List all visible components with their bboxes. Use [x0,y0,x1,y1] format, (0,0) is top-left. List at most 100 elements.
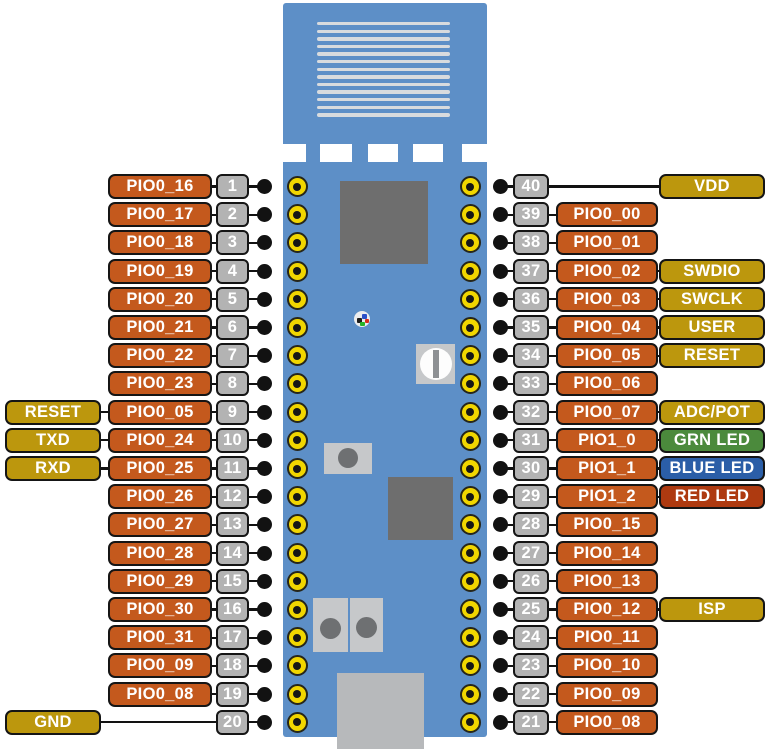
rgb-led-blue-dot [362,314,367,319]
pin-lead-dot [256,263,272,279]
pin-gpio-label: PIO1_0 [556,427,658,453]
solder-pad-hole [466,408,474,417]
pin-gpio-label: PIO0_31 [108,625,212,651]
pin-number: 29 [513,484,549,510]
bottom-left-push-button-cap [320,618,341,639]
pin-number: 37 [513,258,549,284]
solder-pad [459,458,481,479]
solder-pad-hole [466,492,474,501]
solder-pad [286,683,308,705]
solder-pad [459,232,481,254]
solder-pad [286,373,308,395]
pin-lead-dot [256,179,272,194]
pin-lead-dot [492,602,508,617]
pin-lead-dot [492,207,508,223]
pin-gpio-label: PIO0_07 [556,399,658,425]
solder-pad [286,599,308,620]
solder-pad-hole [466,436,474,445]
pin-number: 31 [513,427,549,453]
solder-pad [459,288,481,310]
pin-lead-dot [492,517,508,533]
pin-function-label: USER [659,315,765,340]
pin-lead-dot [256,602,272,617]
pin-number: 38 [513,230,549,256]
pin-gpio-label: PIO0_25 [108,456,212,481]
pin-gpio-label: PIO0_14 [556,540,658,566]
solder-pad-hole [466,351,474,360]
solder-pad [459,176,481,197]
rf-chip [340,181,428,264]
pin-number: 1 [216,174,249,199]
pin-number: 39 [513,202,549,228]
solder-pad [286,317,308,338]
pin-gpio-label: PIO0_05 [556,343,658,369]
rgb-led-black-dot [357,318,362,323]
solder-pad-hole [293,633,301,642]
solder-pad-hole [466,267,474,276]
pin-lead-dot [256,432,272,448]
bottom-right-push-button-cap [356,617,377,638]
solder-pad [286,514,308,536]
pin-lead-dot [492,714,508,730]
solder-pad [286,345,308,367]
pin-number: 3 [216,230,249,256]
pin-lead-dot [492,235,508,251]
pin-number: 36 [513,286,549,312]
pin-function-label: RESET [659,343,765,369]
usb-connector [337,673,424,749]
pin-function-label: VDD [659,174,765,199]
rgb-led-green-dot [360,321,365,326]
pin-lead-dot [492,432,508,448]
antenna-stripe [317,98,450,102]
solder-pad [459,627,481,649]
solder-pad-hole [466,690,474,699]
pin-lead-dot [256,320,272,335]
pin-lead-dot [492,348,508,364]
pin-function-label: ISP [659,597,765,622]
solder-pad [459,570,481,592]
solder-pad-hole [466,718,474,727]
pin-gpio-label: PIO0_16 [108,174,212,199]
antenna-stripe [317,75,450,79]
solder-pad-hole [293,379,301,388]
solder-pad-hole [293,323,301,332]
solder-pad [459,317,481,338]
pin-number: 8 [216,371,249,397]
solder-pad [286,570,308,592]
edge-notch [368,144,398,162]
pin-gpio-label: PIO0_13 [556,568,658,594]
pin-lead-dot [256,517,272,533]
pin-function-label: RXD [5,456,101,481]
solder-pad-hole [466,238,474,247]
pin-gpio-label: PIO0_08 [556,709,658,735]
solder-pad-hole [293,492,301,501]
solder-pad-hole [466,520,474,529]
pin-number: 13 [216,512,249,538]
pin-gpio-label: PIO0_15 [556,512,658,538]
antenna-stripe [317,113,450,117]
pin-number: 11 [216,456,249,481]
antenna-stripe [317,90,450,94]
solder-pad [286,232,308,254]
pin-lead-dot [256,291,272,307]
pin-gpio-label: PIO0_06 [556,371,658,397]
potentiometer-slot [433,350,439,378]
solder-pad-hole [466,379,474,388]
pin-number: 35 [513,315,549,340]
pin-function-label: ADC/POT [659,399,765,425]
solder-pad [286,401,308,423]
solder-pad [459,514,481,536]
pin-number: 23 [513,653,549,679]
pin-lead-dot [492,376,508,392]
pin-number: 40 [513,174,549,199]
pin-lead-dot [256,207,272,223]
pin-function-label: BLUE LED [659,456,765,481]
pin-gpio-label: PIO0_11 [556,625,658,651]
solder-pad [286,542,308,564]
pin-number: 2 [216,202,249,228]
solder-pad-hole [466,182,474,191]
solder-pad [459,373,481,395]
pin-lead-dot [256,235,272,251]
solder-pad-hole [293,351,301,360]
edge-notch [413,144,443,162]
